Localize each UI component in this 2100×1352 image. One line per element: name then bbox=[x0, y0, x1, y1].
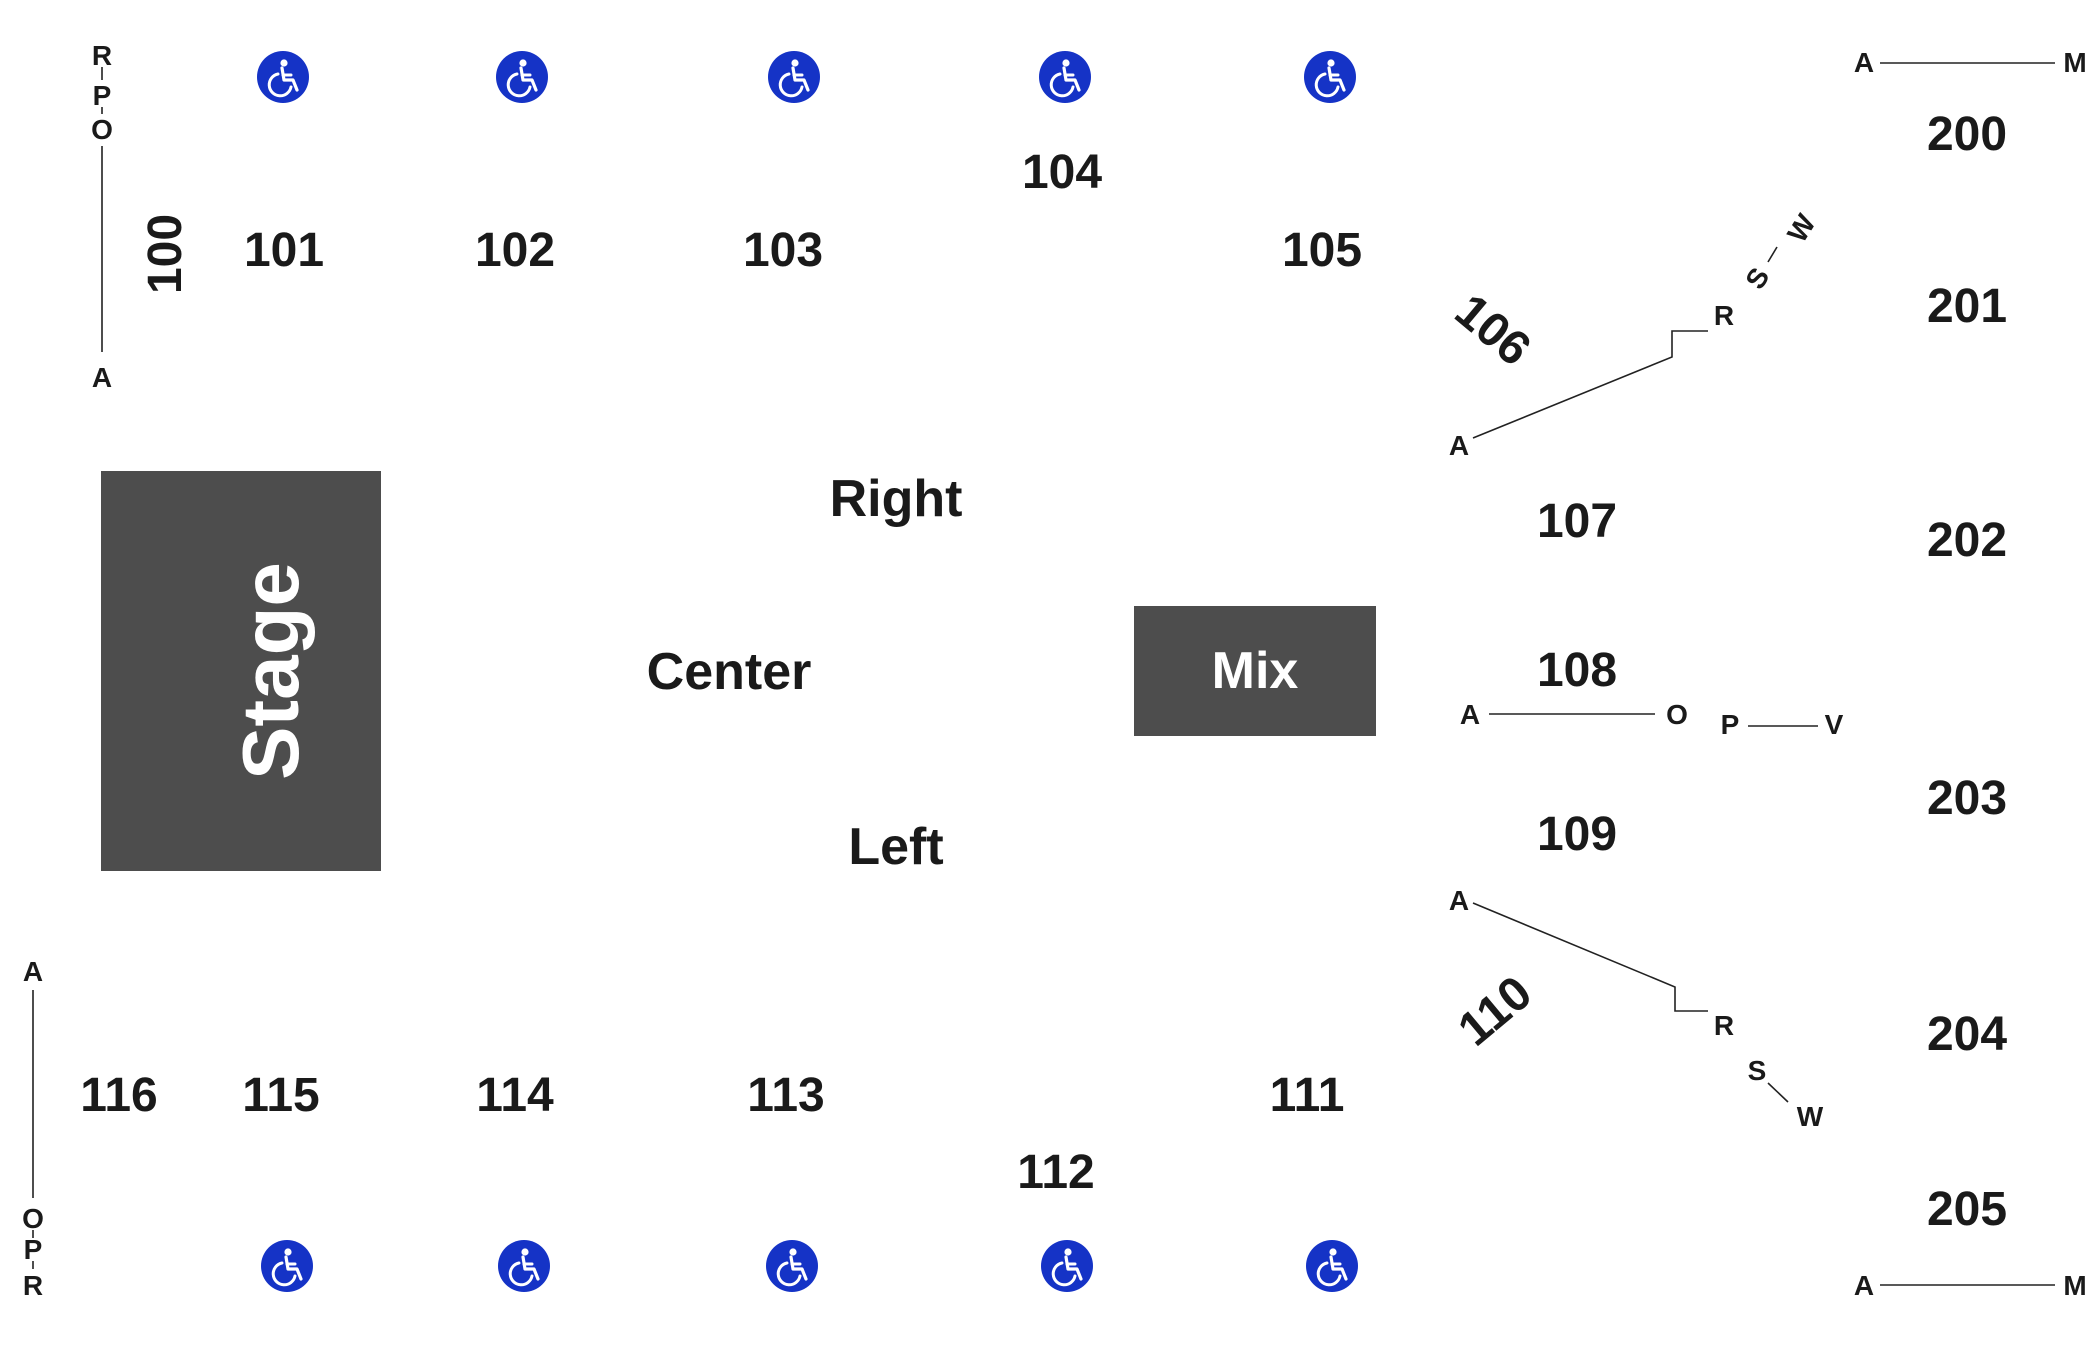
section-109[interactable]: 109 bbox=[1537, 808, 1617, 861]
row-marker-200: A M bbox=[1854, 47, 2087, 78]
row-label: W bbox=[1797, 1101, 1824, 1132]
section-111[interactable]: 111 bbox=[1270, 1069, 1345, 1122]
section-116[interactable]: 116 bbox=[80, 1069, 157, 1122]
section-205[interactable]: 205 bbox=[1927, 1183, 2007, 1236]
row-label: R bbox=[92, 40, 112, 71]
section-108[interactable]: 108 bbox=[1537, 644, 1617, 697]
section-107[interactable]: 107 bbox=[1537, 495, 1617, 548]
stage-label: Stage bbox=[226, 562, 315, 780]
wheelchair-icon[interactable] bbox=[1037, 49, 1093, 105]
wheelchair-icon[interactable] bbox=[764, 1238, 820, 1294]
row-label: R bbox=[23, 1270, 43, 1301]
wheelchair-icon[interactable] bbox=[255, 49, 311, 105]
section-100[interactable]: 100 bbox=[139, 214, 192, 294]
zone-left: Left bbox=[848, 818, 943, 876]
row-marker-100: R P O A bbox=[91, 40, 113, 393]
row-label: A bbox=[1460, 699, 1480, 730]
row-marker-116: A O P R bbox=[22, 956, 44, 1301]
wheelchair-icon[interactable] bbox=[496, 1238, 552, 1294]
accessible-seating-top bbox=[255, 49, 1358, 105]
section-101[interactable]: 101 bbox=[244, 224, 324, 277]
row-label: V bbox=[1825, 709, 1844, 740]
section-203[interactable]: 203 bbox=[1927, 772, 2007, 825]
row-marker-108: A O P V bbox=[1460, 699, 1844, 740]
mix-position: Mix bbox=[1134, 606, 1376, 736]
row-label: M bbox=[2063, 1270, 2086, 1301]
wheelchair-icon[interactable] bbox=[766, 49, 822, 105]
row-label: M bbox=[2063, 47, 2086, 78]
row-label: P bbox=[93, 80, 112, 111]
row-label: S bbox=[1739, 262, 1775, 294]
zone-center: Center bbox=[647, 643, 812, 701]
wheelchair-icon[interactable] bbox=[1039, 1238, 1095, 1294]
row-marker-110: A R S W bbox=[1449, 885, 1824, 1132]
row-marker-205: A M bbox=[1854, 1270, 2087, 1301]
zone-right: Right bbox=[830, 470, 963, 528]
section-113[interactable]: 113 bbox=[747, 1069, 824, 1122]
mix-label: Mix bbox=[1212, 642, 1299, 700]
section-103[interactable]: 103 bbox=[743, 224, 823, 277]
row-label: O bbox=[1666, 699, 1688, 730]
wheelchair-icon[interactable] bbox=[1302, 49, 1358, 105]
wheelchair-icon[interactable] bbox=[494, 49, 550, 105]
row-label: A bbox=[23, 956, 43, 987]
section-201[interactable]: 201 bbox=[1927, 280, 2007, 333]
row-label: A bbox=[92, 362, 112, 393]
stage: Stage bbox=[101, 471, 381, 871]
wheelchair-icon[interactable] bbox=[1304, 1238, 1360, 1294]
section-104[interactable]: 104 bbox=[1022, 146, 1102, 199]
section-202[interactable]: 202 bbox=[1927, 514, 2007, 567]
row-label: A bbox=[1854, 1270, 1874, 1301]
section-106[interactable]: 106 bbox=[1445, 284, 1540, 376]
section-200[interactable]: 200 bbox=[1927, 108, 2007, 161]
row-label: A bbox=[1854, 47, 1874, 78]
row-label: O bbox=[91, 114, 113, 145]
section-204[interactable]: 204 bbox=[1927, 1008, 2007, 1061]
row-label: R bbox=[1714, 1010, 1734, 1041]
section-114[interactable]: 114 bbox=[476, 1069, 554, 1122]
row-label: A bbox=[1449, 430, 1469, 461]
section-115[interactable]: 115 bbox=[242, 1069, 319, 1122]
wheelchair-icon[interactable] bbox=[259, 1238, 315, 1294]
section-110[interactable]: 110 bbox=[1449, 966, 1542, 1056]
row-label: O bbox=[22, 1203, 44, 1234]
row-label: S bbox=[1748, 1055, 1767, 1086]
section-102[interactable]: 102 bbox=[475, 224, 555, 277]
mix-box bbox=[1134, 606, 1376, 736]
row-label: W bbox=[1781, 208, 1822, 247]
row-label: A bbox=[1449, 885, 1469, 916]
row-label: P bbox=[24, 1234, 43, 1265]
section-105[interactable]: 105 bbox=[1282, 224, 1362, 277]
section-112[interactable]: 112 bbox=[1017, 1146, 1094, 1199]
row-label: P bbox=[1721, 709, 1740, 740]
accessible-seating-bottom bbox=[259, 1238, 1360, 1294]
stage-box bbox=[101, 471, 381, 871]
row-label: R bbox=[1714, 300, 1734, 331]
